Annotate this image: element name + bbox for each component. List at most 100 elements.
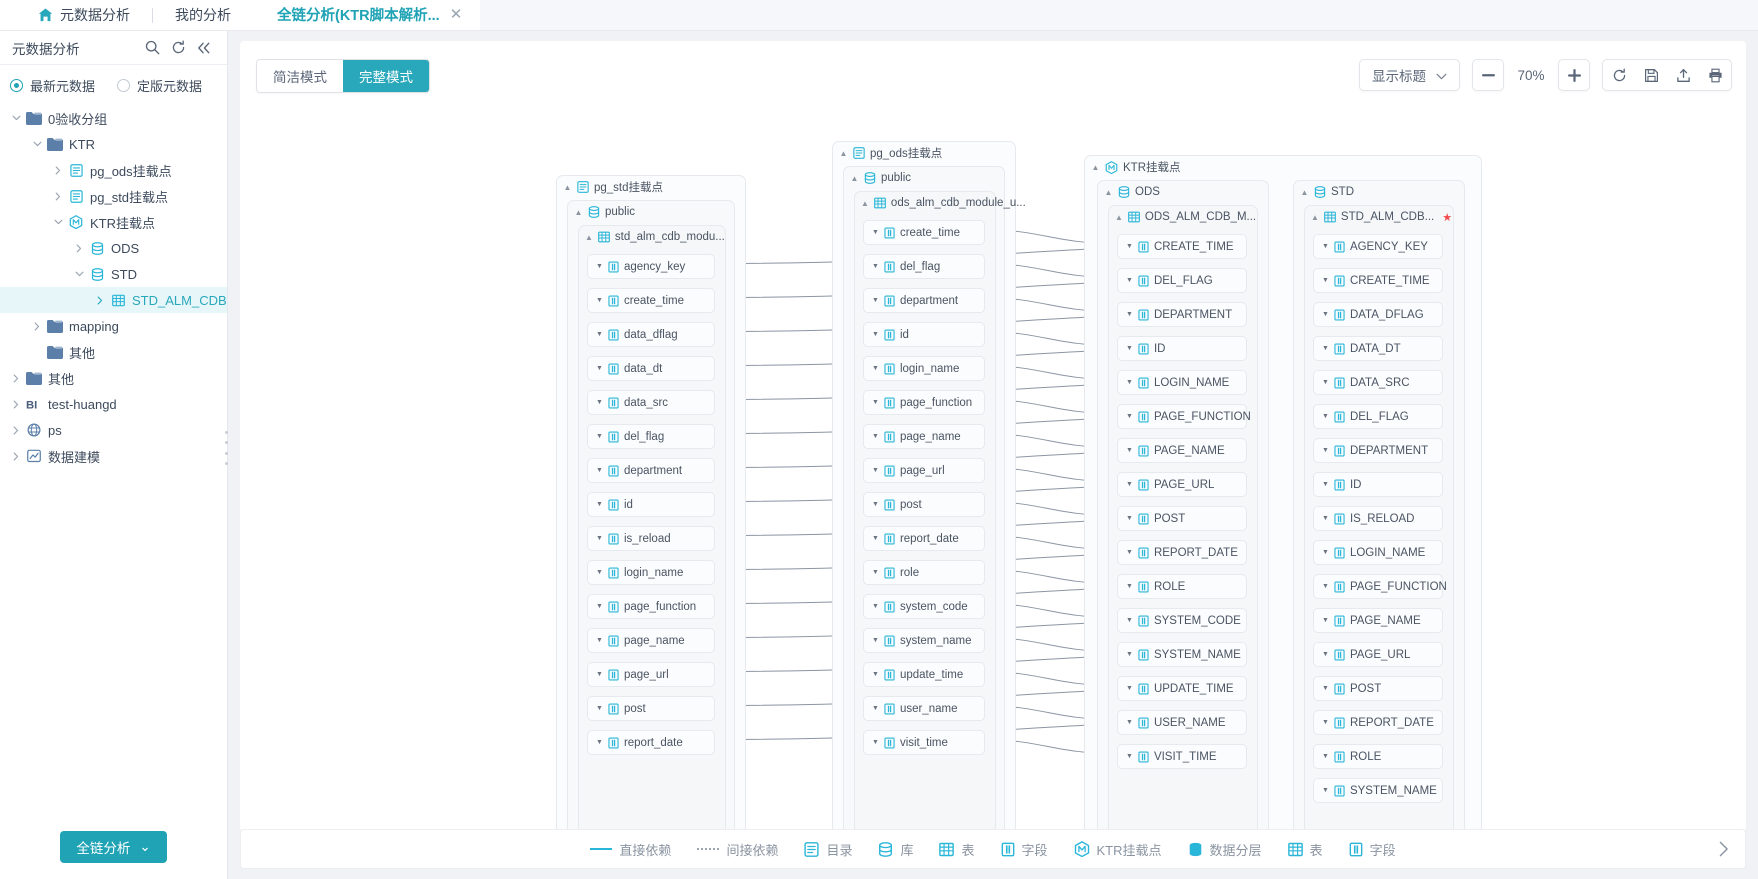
field-node[interactable]: ▼login_name bbox=[863, 356, 985, 381]
field-node[interactable]: ▼DATA_SRC bbox=[1313, 370, 1443, 395]
graph-node-ktr[interactable]: ▲KTR挂载点▲ODS▲ODS_ALM_CDB_M...▼CREATE_TIME… bbox=[1084, 155, 1482, 831]
graph-node-pg-ods[interactable]: ▲pg_ods挂载点▲public▲ods_alm_cdb_module_u..… bbox=[832, 141, 1026, 831]
close-icon[interactable]: ✕ bbox=[449, 6, 463, 23]
caret-down-icon[interactable]: ▼ bbox=[872, 365, 879, 372]
caret-down-icon[interactable]: ▼ bbox=[872, 739, 879, 746]
caret-down-icon[interactable]: ▼ bbox=[872, 705, 879, 712]
caret-up-icon[interactable]: ▲ bbox=[1091, 162, 1100, 172]
caret-down-icon[interactable]: ▼ bbox=[596, 365, 603, 372]
chevron-right-icon[interactable] bbox=[71, 244, 87, 253]
field-node[interactable]: ▼ROLE bbox=[1313, 744, 1443, 769]
caret-down-icon[interactable]: ▼ bbox=[872, 433, 879, 440]
field-node[interactable]: ▼DEL_FLAG bbox=[1313, 404, 1443, 429]
caret-up-icon[interactable]: ▲ bbox=[861, 198, 869, 208]
caret-down-icon[interactable]: ▼ bbox=[596, 535, 603, 542]
field-node[interactable]: ▼create_time bbox=[863, 220, 985, 245]
caret-up-icon[interactable]: ▲ bbox=[585, 232, 593, 242]
caret-down-icon[interactable]: ▼ bbox=[1126, 447, 1133, 454]
caret-down-icon[interactable]: ▼ bbox=[1126, 243, 1133, 250]
refresh-icon[interactable] bbox=[1603, 60, 1635, 90]
chevron-right-icon[interactable] bbox=[92, 296, 108, 305]
sidebar-item-mapping[interactable]: mapping bbox=[0, 313, 227, 339]
caret-down-icon[interactable]: ▼ bbox=[1126, 413, 1133, 420]
node-header-pg-std[interactable]: ▲pg_std挂载点 bbox=[557, 176, 745, 198]
field-node[interactable]: ▼report_date bbox=[587, 730, 715, 755]
field-node[interactable]: ▼visit_time bbox=[863, 730, 985, 755]
caret-down-icon[interactable]: ▼ bbox=[872, 467, 879, 474]
caret-down-icon[interactable]: ▼ bbox=[1322, 311, 1329, 318]
caret-down-icon[interactable]: ▼ bbox=[1126, 685, 1133, 692]
field-node[interactable]: ▼department bbox=[587, 458, 715, 483]
sidebar-item-[interactable]: 数据建模 bbox=[0, 443, 227, 469]
sidebar-item-std_alm_cdb[interactable]: STD_ALM_CDB bbox=[0, 287, 227, 313]
sidebar-item-ps[interactable]: ps bbox=[0, 417, 227, 443]
sidebar-item-[interactable]: 其他 bbox=[0, 339, 227, 365]
caret-down-icon[interactable]: ▼ bbox=[1126, 379, 1133, 386]
sidebar-item-0[interactable]: 0验收分组 bbox=[0, 105, 227, 131]
field-node[interactable]: ▼VISIT_TIME bbox=[1117, 744, 1247, 769]
field-node[interactable]: ▼agency_key bbox=[587, 254, 715, 279]
zoom-in-button[interactable] bbox=[1558, 59, 1590, 91]
field-node[interactable]: ▼CREATE_TIME bbox=[1313, 268, 1443, 293]
mode-button-simple[interactable]: 简洁模式 bbox=[273, 70, 327, 85]
nav-my-analysis[interactable]: 我的分析 bbox=[153, 0, 253, 30]
field-node[interactable]: ▼user_name bbox=[863, 696, 985, 721]
caret-up-icon[interactable]: ▲ bbox=[563, 182, 572, 192]
caret-down-icon[interactable]: ▼ bbox=[1322, 481, 1329, 488]
caret-down-icon[interactable]: ▼ bbox=[1126, 311, 1133, 318]
field-node[interactable]: ▼USER_NAME bbox=[1117, 710, 1247, 735]
chevron-down-icon[interactable] bbox=[50, 219, 66, 225]
chevron-right-icon[interactable] bbox=[8, 374, 24, 383]
caret-down-icon[interactable]: ▼ bbox=[1322, 549, 1329, 556]
field-node[interactable]: ▼REPORT_DATE bbox=[1117, 540, 1247, 565]
sidebar-item-ktr[interactable]: KTR bbox=[0, 131, 227, 157]
chevron-right-icon[interactable] bbox=[8, 400, 24, 409]
field-node[interactable]: ▼data_dflag bbox=[587, 322, 715, 347]
caret-down-icon[interactable]: ▼ bbox=[596, 569, 603, 576]
field-node[interactable]: ▼DATA_DFLAG bbox=[1313, 302, 1443, 327]
refresh-icon[interactable] bbox=[165, 35, 191, 61]
field-node[interactable]: ▼SYSTEM_CODE bbox=[1117, 608, 1247, 633]
field-node[interactable]: ▼page_url bbox=[587, 662, 715, 687]
field-node[interactable]: ▼PAGE_URL bbox=[1313, 642, 1443, 667]
table-node-ods[interactable]: ▲ODS_ALM_CDB_M...▼CREATE_TIME▼DEL_FLAG▼D… bbox=[1108, 205, 1258, 831]
caret-down-icon[interactable]: ▼ bbox=[1126, 753, 1133, 760]
chevron-right-icon[interactable] bbox=[8, 426, 24, 435]
caret-down-icon[interactable]: ▼ bbox=[872, 671, 879, 678]
caret-down-icon[interactable]: ▼ bbox=[596, 433, 603, 440]
field-node[interactable]: ▼POST bbox=[1117, 506, 1247, 531]
table-node-std[interactable]: ▲STD_ALM_CDB...★▼AGENCY_KEY▼CREATE_TIME▼… bbox=[1304, 205, 1454, 831]
caret-down-icon[interactable]: ▼ bbox=[872, 229, 879, 236]
caret-down-icon[interactable]: ▼ bbox=[872, 399, 879, 406]
caret-down-icon[interactable]: ▼ bbox=[1126, 617, 1133, 624]
caret-down-icon[interactable]: ▼ bbox=[1126, 515, 1133, 522]
caret-down-icon[interactable]: ▼ bbox=[1322, 345, 1329, 352]
nav-home-metadata-analysis[interactable]: 元数据分析 bbox=[16, 0, 152, 30]
caret-down-icon[interactable]: ▼ bbox=[596, 705, 603, 712]
caret-down-icon[interactable]: ▼ bbox=[1322, 243, 1329, 250]
field-node[interactable]: ▼LOGIN_NAME bbox=[1313, 540, 1443, 565]
caret-down-icon[interactable]: ▼ bbox=[596, 671, 603, 678]
field-node[interactable]: ▼page_url bbox=[863, 458, 985, 483]
collapse-icon[interactable] bbox=[191, 35, 217, 61]
caret-down-icon[interactable]: ▼ bbox=[872, 603, 879, 610]
caret-down-icon[interactable]: ▼ bbox=[1322, 515, 1329, 522]
field-node[interactable]: ▼post bbox=[587, 696, 715, 721]
tab-full-chain-analysis[interactable]: 全链分析(KTR脚本解析... ✕ bbox=[253, 0, 481, 30]
search-icon[interactable] bbox=[139, 35, 165, 61]
caret-down-icon[interactable]: ▼ bbox=[872, 331, 879, 338]
table-header-ods[interactable]: ▲ODS_ALM_CDB_M... bbox=[1109, 206, 1257, 228]
field-node[interactable]: ▼create_time bbox=[587, 288, 715, 313]
layer-node-ods[interactable]: ▲ODS▲ODS_ALM_CDB_M...▼CREATE_TIME▼DEL_FL… bbox=[1097, 180, 1269, 831]
upload-icon[interactable] bbox=[1667, 60, 1699, 90]
field-node[interactable]: ▼POST bbox=[1313, 676, 1443, 701]
field-node[interactable]: ▼IS_RELOAD bbox=[1313, 506, 1443, 531]
sidebar-item-[interactable]: 其他 bbox=[0, 365, 227, 391]
sidebar-item-pg_ods[interactable]: pg_ods挂载点 bbox=[0, 157, 227, 183]
field-node[interactable]: ▼is_reload bbox=[587, 526, 715, 551]
caret-down-icon[interactable]: ▼ bbox=[1126, 651, 1133, 658]
caret-down-icon[interactable]: ▼ bbox=[596, 739, 603, 746]
field-node[interactable]: ▼page_function bbox=[587, 594, 715, 619]
zoom-out-button[interactable] bbox=[1472, 59, 1504, 91]
chevron-right-icon[interactable] bbox=[8, 452, 24, 461]
